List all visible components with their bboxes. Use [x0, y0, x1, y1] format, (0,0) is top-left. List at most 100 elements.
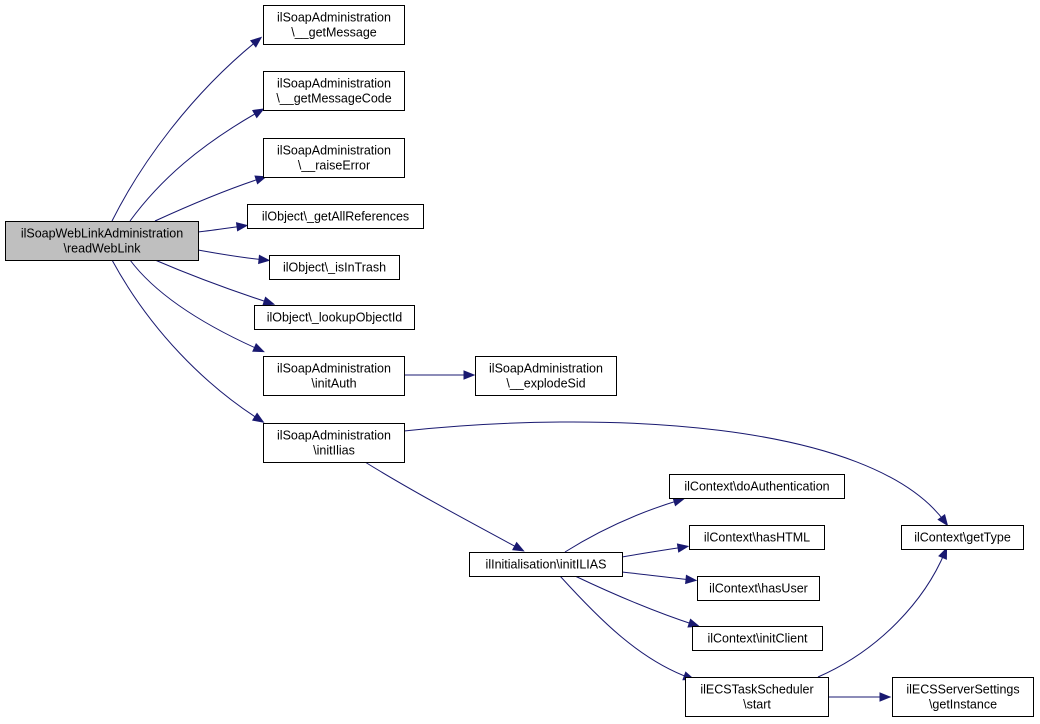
edge-root-to-getAllReferences [197, 222, 249, 233]
node-label-line: ilSoapAdministration [277, 77, 391, 91]
node-label-line: ilContext\initClient [707, 632, 808, 646]
node-label-line: \readWebLink [64, 242, 142, 256]
edge-initILIAS2-to-ecsStart [559, 575, 696, 681]
node-box [697, 576, 820, 601]
node-box [263, 71, 405, 111]
edge-arrowhead [251, 412, 265, 423]
node-label-line: ilSoapAdministration [277, 11, 391, 25]
edge-arrowhead [676, 543, 690, 553]
edge-root-to-getMessageCode [129, 108, 265, 222]
edge-line [403, 421, 946, 523]
node-box [263, 5, 405, 45]
node-box [254, 305, 415, 330]
node-getMessageCode[interactable]: ilSoapAdministration\__getMessageCode [263, 71, 405, 111]
edge-arrowhead [262, 296, 276, 306]
node-initILIAS2[interactable]: ilInitialisation\initILIAS [469, 552, 623, 577]
edge-ecsStart-to-ecsInstance [827, 692, 892, 702]
edge-line [574, 575, 696, 626]
node-label-line: \__raiseError [298, 159, 370, 173]
node-box [263, 356, 405, 396]
node-ecsStart[interactable]: ilECSTaskScheduler\start [685, 677, 829, 717]
edge-line [129, 259, 261, 351]
node-label-line: ilObject\_lookupObjectId [267, 311, 403, 325]
node-box [263, 138, 405, 178]
node-ecsInstance[interactable]: ilECSServerSettings\getInstance [892, 677, 1034, 717]
edge-arrowhead [879, 692, 892, 702]
node-label-line: ilSoapWebLinkAdministration [21, 227, 183, 241]
node-isInTrash[interactable]: ilObject\_isInTrash [269, 255, 400, 280]
node-label-line: \getInstance [929, 698, 997, 712]
edge-arrowhead [249, 36, 263, 48]
edge-arrowhead [938, 547, 948, 560]
edge-line [817, 551, 946, 678]
node-box [901, 525, 1024, 550]
node-label-line: ilSoapAdministration [489, 362, 603, 376]
edge-initILIAS2-to-doAuth [564, 497, 686, 553]
node-label-line: ilContext\getType [914, 531, 1011, 545]
node-box [669, 474, 845, 499]
edge-ecsStart-to-getType [817, 547, 948, 678]
edge-arrowhead [258, 254, 271, 265]
node-getMessage[interactable]: ilSoapAdministration\__getMessage [263, 5, 405, 45]
node-initAuth[interactable]: ilSoapAdministration\initAuth [263, 356, 405, 396]
node-box [689, 525, 825, 550]
edge-initILIAS2-to-initClient [574, 575, 701, 628]
node-label-line: \initAuth [311, 377, 356, 391]
node-box [892, 677, 1034, 717]
node-label-line: ilSoapAdministration [277, 144, 391, 158]
edge-root-to-initIlias [111, 259, 265, 423]
node-initIlias[interactable]: ilSoapAdministration\initIlias [263, 423, 405, 463]
edge-arrowhead [252, 108, 265, 119]
edge-arrowhead [685, 574, 698, 585]
node-label-line: ilSoapAdministration [277, 362, 391, 376]
node-root[interactable]: ilSoapWebLinkAdministration\readWebLink [5, 221, 199, 261]
edge-line [564, 499, 681, 553]
edge-line [111, 259, 261, 421]
node-label-line: ilSoapAdministration [277, 429, 391, 443]
node-label-line: ilObject\_getAllReferences [262, 210, 409, 224]
node-getAllReferences[interactable]: ilObject\_getAllReferences [247, 204, 424, 229]
node-explodeSid[interactable]: ilSoapAdministration\__explodeSid [475, 356, 617, 396]
node-initClient[interactable]: ilContext\initClient [692, 626, 823, 651]
node-label-line: ilECSServerSettings [906, 683, 1019, 697]
node-box [692, 626, 823, 651]
edge-line [621, 571, 693, 581]
node-getType[interactable]: ilContext\getType [901, 525, 1024, 550]
edge-arrowhead [235, 222, 249, 232]
edge-root-to-getMessage [111, 36, 263, 222]
node-label-line: ilContext\hasHTML [704, 531, 810, 545]
node-label-line: ilECSTaskScheduler [700, 683, 813, 697]
edge-line [197, 225, 244, 233]
node-hasHTML[interactable]: ilContext\hasHTML [689, 525, 825, 550]
node-lookupObjectId[interactable]: ilObject\_lookupObjectId [254, 305, 415, 330]
node-box [269, 255, 400, 280]
edge-arrowhead [937, 513, 949, 527]
edge-arrowhead [672, 497, 686, 507]
node-raiseError[interactable]: ilSoapAdministration\__raiseError [263, 138, 405, 178]
edge-line [129, 110, 261, 222]
node-box [5, 221, 199, 261]
edge-root-to-lookupObjectId [154, 259, 276, 306]
edge-line [197, 249, 266, 261]
node-box [475, 356, 617, 396]
edge-line [154, 177, 263, 222]
node-label-line: ilInitialisation\initILIAS [486, 558, 607, 572]
node-box [469, 552, 623, 577]
node-box [247, 204, 424, 229]
node-box [685, 677, 829, 717]
edge-arrowhead [512, 541, 525, 552]
node-label-line: ilContext\doAuthentication [684, 480, 829, 494]
edge-line [559, 575, 691, 679]
node-label-line: ilObject\_isInTrash [283, 261, 386, 275]
node-hasUser[interactable]: ilContext\hasUser [697, 576, 820, 601]
edge-root-to-isInTrash [197, 249, 271, 265]
edge-line [621, 546, 685, 558]
node-label-line: \initIlias [313, 444, 355, 458]
edge-arrowhead [252, 343, 265, 353]
edge-root-to-initAuth [129, 259, 265, 353]
node-doAuth[interactable]: ilContext\doAuthentication [669, 474, 845, 499]
edge-arrowhead [463, 370, 476, 380]
node-label-line: ilContext\hasUser [709, 582, 808, 596]
edge-line [364, 461, 521, 550]
